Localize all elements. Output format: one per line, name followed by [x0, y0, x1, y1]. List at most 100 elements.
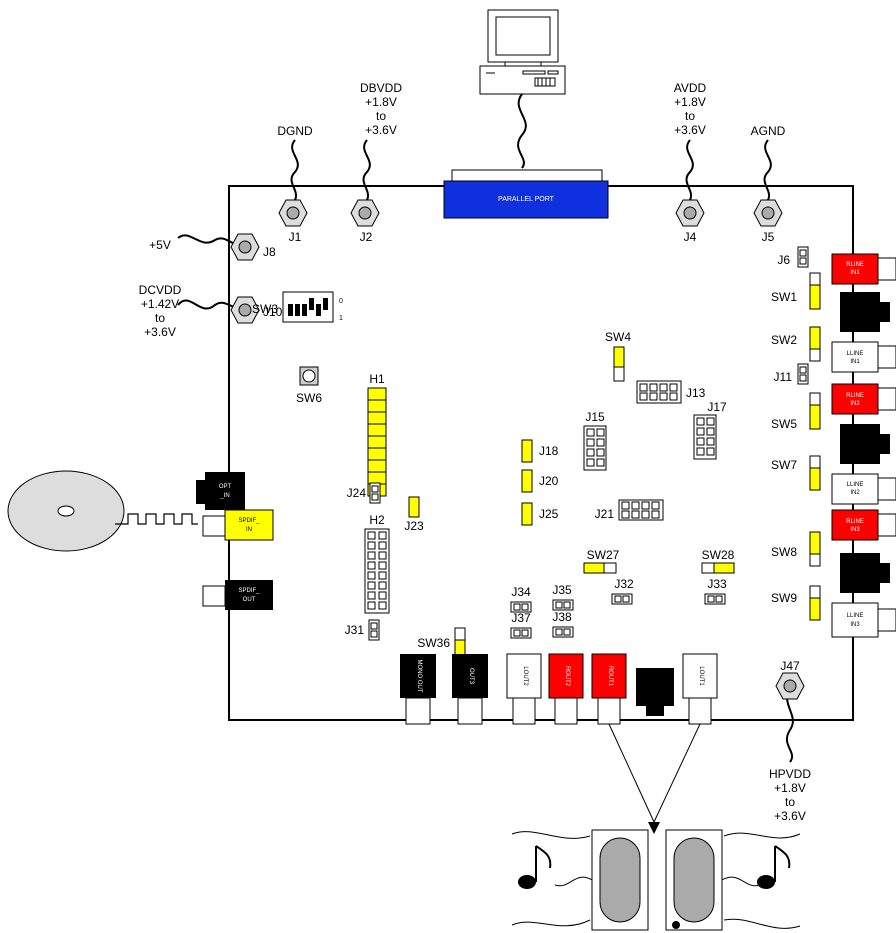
- spdif-out-plug: [202, 585, 226, 607]
- j20-label: J20: [539, 474, 559, 488]
- j25-jumper[interactable]: [521, 502, 533, 526]
- lline-in1-label-1: LLINE: [847, 351, 864, 357]
- lline-in2-plug: [877, 477, 896, 501]
- lline-in2-jack[interactable]: [831, 473, 879, 505]
- jack-terminals: [230, 199, 805, 700]
- j18-label: J18: [539, 444, 559, 458]
- sw28-label: SW28: [702, 548, 735, 562]
- rline-in1-plug: [877, 257, 896, 281]
- sw1-switch[interactable]: [809, 272, 821, 310]
- j21-label: J21: [595, 507, 615, 521]
- j23-jumper[interactable]: [408, 496, 420, 518]
- sw3-label: SW3: [252, 302, 278, 316]
- j21-header[interactable]: [618, 499, 664, 521]
- lout2-label: LOUT2: [522, 666, 528, 686]
- rline-in1-label-2: IN1: [850, 270, 860, 276]
- opt-in-connector[interactable]: [205, 472, 245, 510]
- lout1-plug: [688, 697, 712, 725]
- computer-icon: [479, 9, 566, 95]
- dcvdd-label-3: to: [155, 311, 165, 325]
- rline-in3-jack[interactable]: [831, 509, 879, 541]
- j34-header[interactable]: [510, 601, 532, 613]
- sw5-switch[interactable]: [809, 392, 821, 430]
- j13-header[interactable]: [636, 380, 682, 404]
- sw1-label: SW1: [771, 290, 797, 304]
- sw3-dip-switch[interactable]: [282, 291, 334, 323]
- j37-header[interactable]: [510, 627, 532, 639]
- dcvdd-label-2: +1.42V: [141, 297, 179, 311]
- rline-in2-label-2: IN2: [850, 401, 860, 407]
- sw36-label: SW36: [417, 636, 450, 650]
- spdif-in-label-2: IN: [246, 527, 252, 533]
- j35-header[interactable]: [552, 599, 574, 611]
- j5-label: J5: [762, 230, 775, 244]
- mono-out-connector[interactable]: [400, 654, 436, 698]
- j18-jumper[interactable]: [521, 439, 533, 463]
- j32-header[interactable]: [611, 593, 633, 605]
- agnd-label: AGND: [751, 124, 786, 138]
- sw27-switch[interactable]: [583, 562, 617, 574]
- j24-header[interactable]: [369, 482, 381, 504]
- sw8-switch[interactable]: [809, 531, 821, 567]
- black-jack-3[interactable]: [840, 553, 880, 593]
- j1-label: J1: [289, 230, 302, 244]
- j31-label: J31: [345, 623, 365, 637]
- rline-in2-jack[interactable]: [831, 383, 879, 415]
- computer-cable: [517, 93, 527, 169]
- parallel-port[interactable]: [443, 180, 609, 219]
- sw28-switch[interactable]: [701, 562, 735, 574]
- rline-in1-jack[interactable]: [831, 253, 879, 285]
- pcb-board: [228, 185, 854, 721]
- j6-header[interactable]: [797, 246, 809, 268]
- lline-in3-label-2: IN3: [850, 622, 860, 628]
- j25-label: J25: [539, 507, 559, 521]
- j33-label: J33: [707, 577, 727, 591]
- j11-header[interactable]: [797, 363, 809, 385]
- j17-header[interactable]: [693, 414, 717, 460]
- h2-pins: [367, 531, 387, 610]
- lline-in1-jack[interactable]: [831, 341, 879, 373]
- j32-label: J32: [614, 577, 634, 591]
- headphone-jack-tab: [646, 704, 664, 716]
- black-jack-1[interactable]: [840, 292, 880, 332]
- lout1-connector[interactable]: [682, 653, 718, 699]
- j20-jumper[interactable]: [521, 469, 533, 493]
- out3-label: OUT3: [468, 668, 474, 685]
- black-jack-3-tab: [878, 563, 890, 583]
- lout2-plug: [512, 697, 536, 725]
- dgnd-label: DGND: [277, 124, 313, 138]
- sw7-switch[interactable]: [809, 455, 821, 491]
- headphone-jack[interactable]: [636, 668, 674, 706]
- j38-header[interactable]: [552, 626, 574, 638]
- out3-connector[interactable]: [452, 654, 488, 698]
- sw6-label: SW6: [296, 391, 322, 405]
- j31-header[interactable]: [368, 619, 380, 641]
- sw8-label: SW8: [771, 545, 797, 559]
- dbvdd-label-1: DBVDD: [360, 81, 402, 95]
- music-note-icon-left: [518, 845, 552, 889]
- lout1-label: LOUT1: [698, 666, 704, 686]
- black-jack-2-tab: [878, 434, 890, 454]
- sw5-label: SW5: [771, 417, 797, 431]
- spdif-in-connector[interactable]: [224, 509, 274, 541]
- black-jack-2[interactable]: [840, 424, 880, 464]
- lline-in1-label-2: IN1: [850, 359, 860, 365]
- rline-in2-label-1: RLINE: [846, 393, 864, 399]
- sw4-switch[interactable]: [613, 346, 625, 382]
- j47-label: J47: [780, 659, 800, 673]
- rout2-connector[interactable]: [548, 653, 584, 699]
- rline-in3-plug: [877, 513, 896, 537]
- j33-header[interactable]: [704, 593, 726, 605]
- lout2-connector[interactable]: [506, 653, 542, 699]
- sw2-switch[interactable]: [809, 326, 821, 362]
- spdif-out-label-2: OUT: [243, 597, 256, 603]
- lline-in3-jack[interactable]: [831, 602, 879, 638]
- h1-header[interactable]: [367, 387, 387, 497]
- dcvdd-label-1: DCVDD: [139, 283, 182, 297]
- j15-header[interactable]: [583, 425, 607, 471]
- hpvdd-label-2: +1.8V: [774, 781, 806, 795]
- sw9-switch[interactable]: [809, 585, 821, 621]
- spdif-out-connector[interactable]: [225, 580, 273, 610]
- j38-label: J38: [552, 610, 572, 624]
